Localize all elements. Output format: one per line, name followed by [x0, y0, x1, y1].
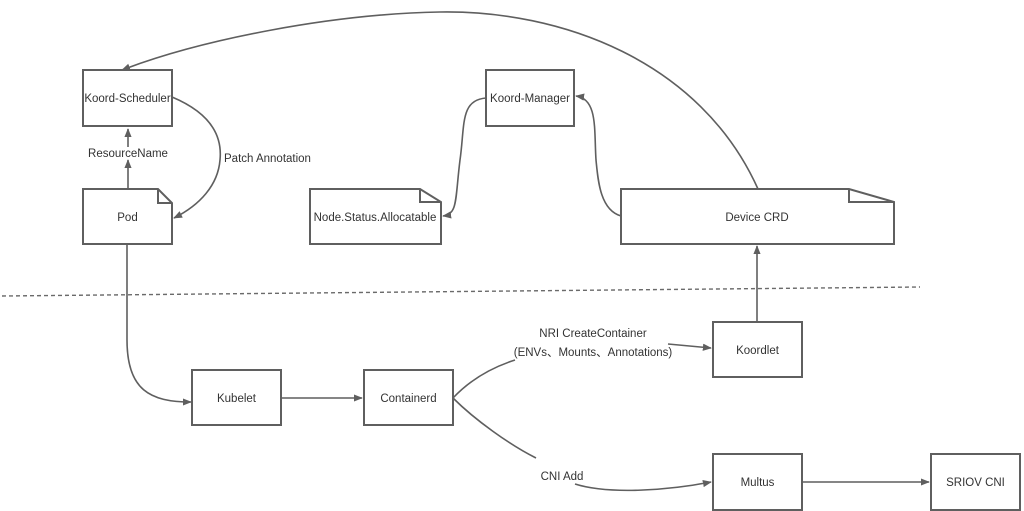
edge-device-crd-to-koord-scheduler: [121, 11, 759, 190]
multus-label: Multus: [741, 477, 775, 489]
node-allocatable-label: Node.Status.Allocatable: [314, 212, 437, 224]
node-allocatable-document-shape: [309, 188, 442, 245]
boundary-separator-line: [1, 286, 921, 297]
containerd-box: [363, 369, 454, 426]
kubelet-box: [191, 369, 282, 426]
node-kubelet[interactable]: Kubelet: [191, 369, 282, 426]
edge-koord-scheduler-to-pod: [171, 96, 222, 219]
device-crd-label: Device CRD: [725, 212, 788, 224]
pod-folded-corner: [157, 189, 172, 204]
device-crd-folded-corner: [848, 189, 894, 203]
edge-label-patch-annotation: Patch Annotation: [224, 153, 311, 165]
edge-containerd-to-koordlet-end: [667, 343, 712, 351]
koord-scheduler-label: Koord-Scheduler: [84, 93, 170, 105]
node-koord-scheduler[interactable]: Koord-Scheduler: [82, 69, 173, 127]
edge-label-cni-add: CNI Add: [541, 471, 584, 483]
koordlet-box: [712, 321, 803, 378]
edge-label-resource-name: ResourceName: [88, 148, 168, 160]
node-multus[interactable]: Multus: [712, 453, 803, 511]
node-koord-manager[interactable]: Koord-Manager: [485, 69, 575, 127]
edge-containerd-to-multus-end: [574, 480, 712, 492]
koord-manager-label: Koord-Manager: [490, 93, 570, 105]
containerd-label: Containerd: [380, 393, 436, 405]
koordlet-label: Koordlet: [736, 345, 780, 357]
node-device-crd[interactable]: Device CRD: [620, 188, 895, 245]
kubelet-label: Kubelet: [217, 393, 257, 405]
node-sriov-cni[interactable]: SRIOV CNI: [930, 453, 1021, 511]
sriov-cni-label: SRIOV CNI: [946, 477, 1005, 489]
koord-manager-box: [485, 69, 575, 127]
edge-koord-manager-to-node-allocatable: [442, 97, 487, 219]
multus-box: [712, 453, 803, 511]
node-node-status-allocatable[interactable]: Node.Status.Allocatable: [309, 188, 442, 245]
edge-label-nri-details: (ENVs、Mounts、Annotations): [514, 347, 673, 359]
pod-document-shape: [82, 188, 173, 245]
koord-scheduler-box: [82, 69, 173, 127]
sriov-cni-box: [930, 453, 1021, 511]
node-allocatable-folded-corner: [419, 189, 441, 203]
edge-device-crd-to-koord-manager: [575, 93, 622, 217]
node-containerd[interactable]: Containerd: [363, 369, 454, 426]
edge-containerd-to-multus-start: [452, 397, 537, 459]
edge-pod-to-kubelet: [126, 244, 192, 406]
device-crd-document-shape: [620, 188, 895, 245]
node-koordlet[interactable]: Koordlet: [712, 321, 803, 378]
node-pod[interactable]: Pod: [82, 188, 173, 245]
pod-label: Pod: [117, 212, 137, 224]
edge-containerd-to-koordlet-start: [452, 359, 516, 399]
edge-label-nri-create-container: NRI CreateContainer: [539, 328, 647, 340]
